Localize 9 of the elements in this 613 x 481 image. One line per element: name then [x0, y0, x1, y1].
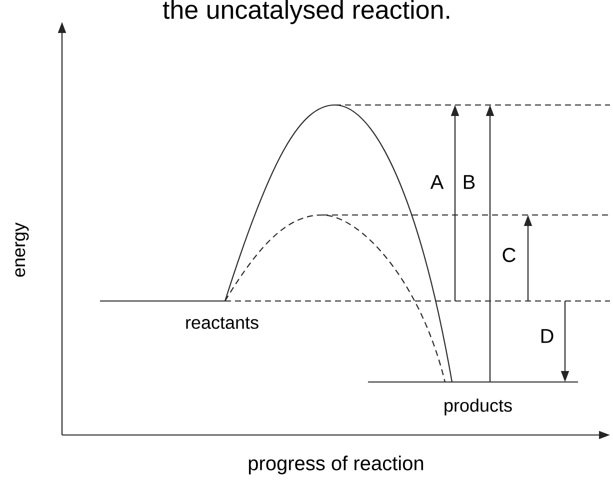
level-label: products	[444, 398, 512, 416]
measure-letter: A	[430, 175, 444, 189]
caption-text: the uncatalysed reaction.	[162, 0, 450, 24]
axis-label: progress of reaction	[248, 456, 424, 474]
level-label: reactants	[186, 317, 258, 329]
axis-label: energy	[15, 222, 29, 277]
measure-letter: B	[464, 175, 475, 189]
measure-letter: C	[502, 248, 516, 262]
measure-letter: D	[541, 329, 554, 343]
